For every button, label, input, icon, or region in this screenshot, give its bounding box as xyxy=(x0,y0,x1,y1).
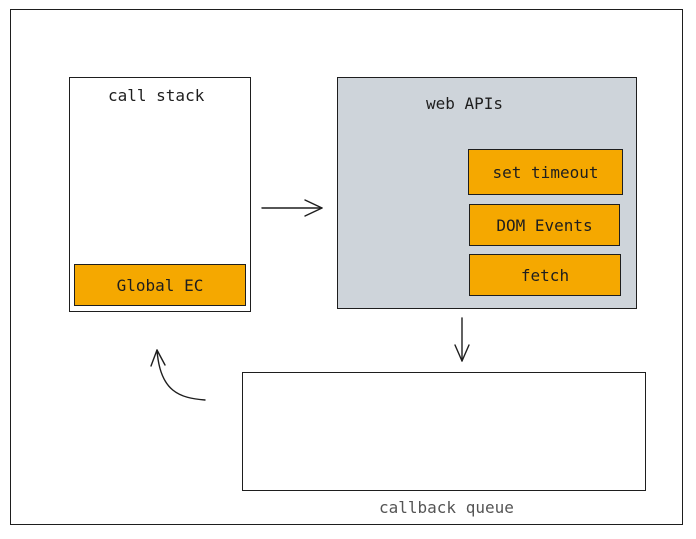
diagram-frame xyxy=(10,9,683,525)
callback-queue-container xyxy=(242,372,646,491)
web-api-item-fetch: fetch xyxy=(469,254,621,296)
call-stack-item-global-ec: Global EC xyxy=(74,264,246,306)
call-stack-title: call stack xyxy=(108,86,205,105)
web-apis-title: web APIs xyxy=(426,94,504,113)
arrow-call-stack-to-web-apis xyxy=(261,199,323,217)
web-api-item-set-timeout: set timeout xyxy=(468,149,623,195)
web-api-item-dom-events: DOM Events xyxy=(469,204,620,246)
call-stack-container: call stack Global EC xyxy=(69,77,251,312)
web-apis-container: web APIs set timeout DOM Events fetch xyxy=(337,77,637,309)
callback-queue-label: callback queue xyxy=(379,498,514,517)
arrow-web-apis-to-callback-queue xyxy=(454,317,470,362)
arrow-callback-queue-to-call-stack xyxy=(150,349,206,401)
